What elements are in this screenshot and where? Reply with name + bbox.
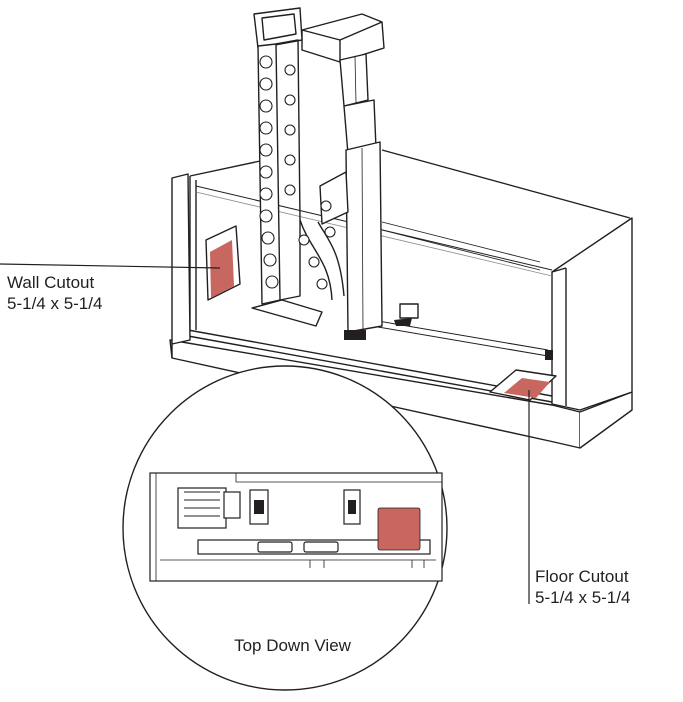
top-down-view-caption-wrap: Top Down View bbox=[0, 635, 683, 656]
floor-cutout-size: 5-1/4 x 5-1/4 bbox=[535, 588, 631, 607]
lift-column bbox=[301, 13, 385, 340]
wall-cutout-leader bbox=[0, 263, 221, 269]
leader-lines bbox=[0, 263, 530, 604]
wall-cutout-title: Wall Cutout bbox=[7, 273, 95, 292]
top-down-view bbox=[122, 365, 448, 691]
floor-cutout-title: Floor Cutout bbox=[535, 567, 629, 586]
wall-cutout-size: 5-1/4 x 5-1/4 bbox=[7, 294, 103, 313]
floor-cutout-label: Floor Cutout 5-1/4 x 5-1/4 bbox=[535, 566, 630, 608]
floor-cutout-marker bbox=[377, 507, 421, 551]
top-down-view-caption: Top Down View bbox=[234, 636, 351, 655]
wall-cutout-label: Wall Cutout 5-1/4 x 5-1/4 bbox=[7, 272, 102, 314]
cable-chain-links bbox=[259, 55, 336, 290]
